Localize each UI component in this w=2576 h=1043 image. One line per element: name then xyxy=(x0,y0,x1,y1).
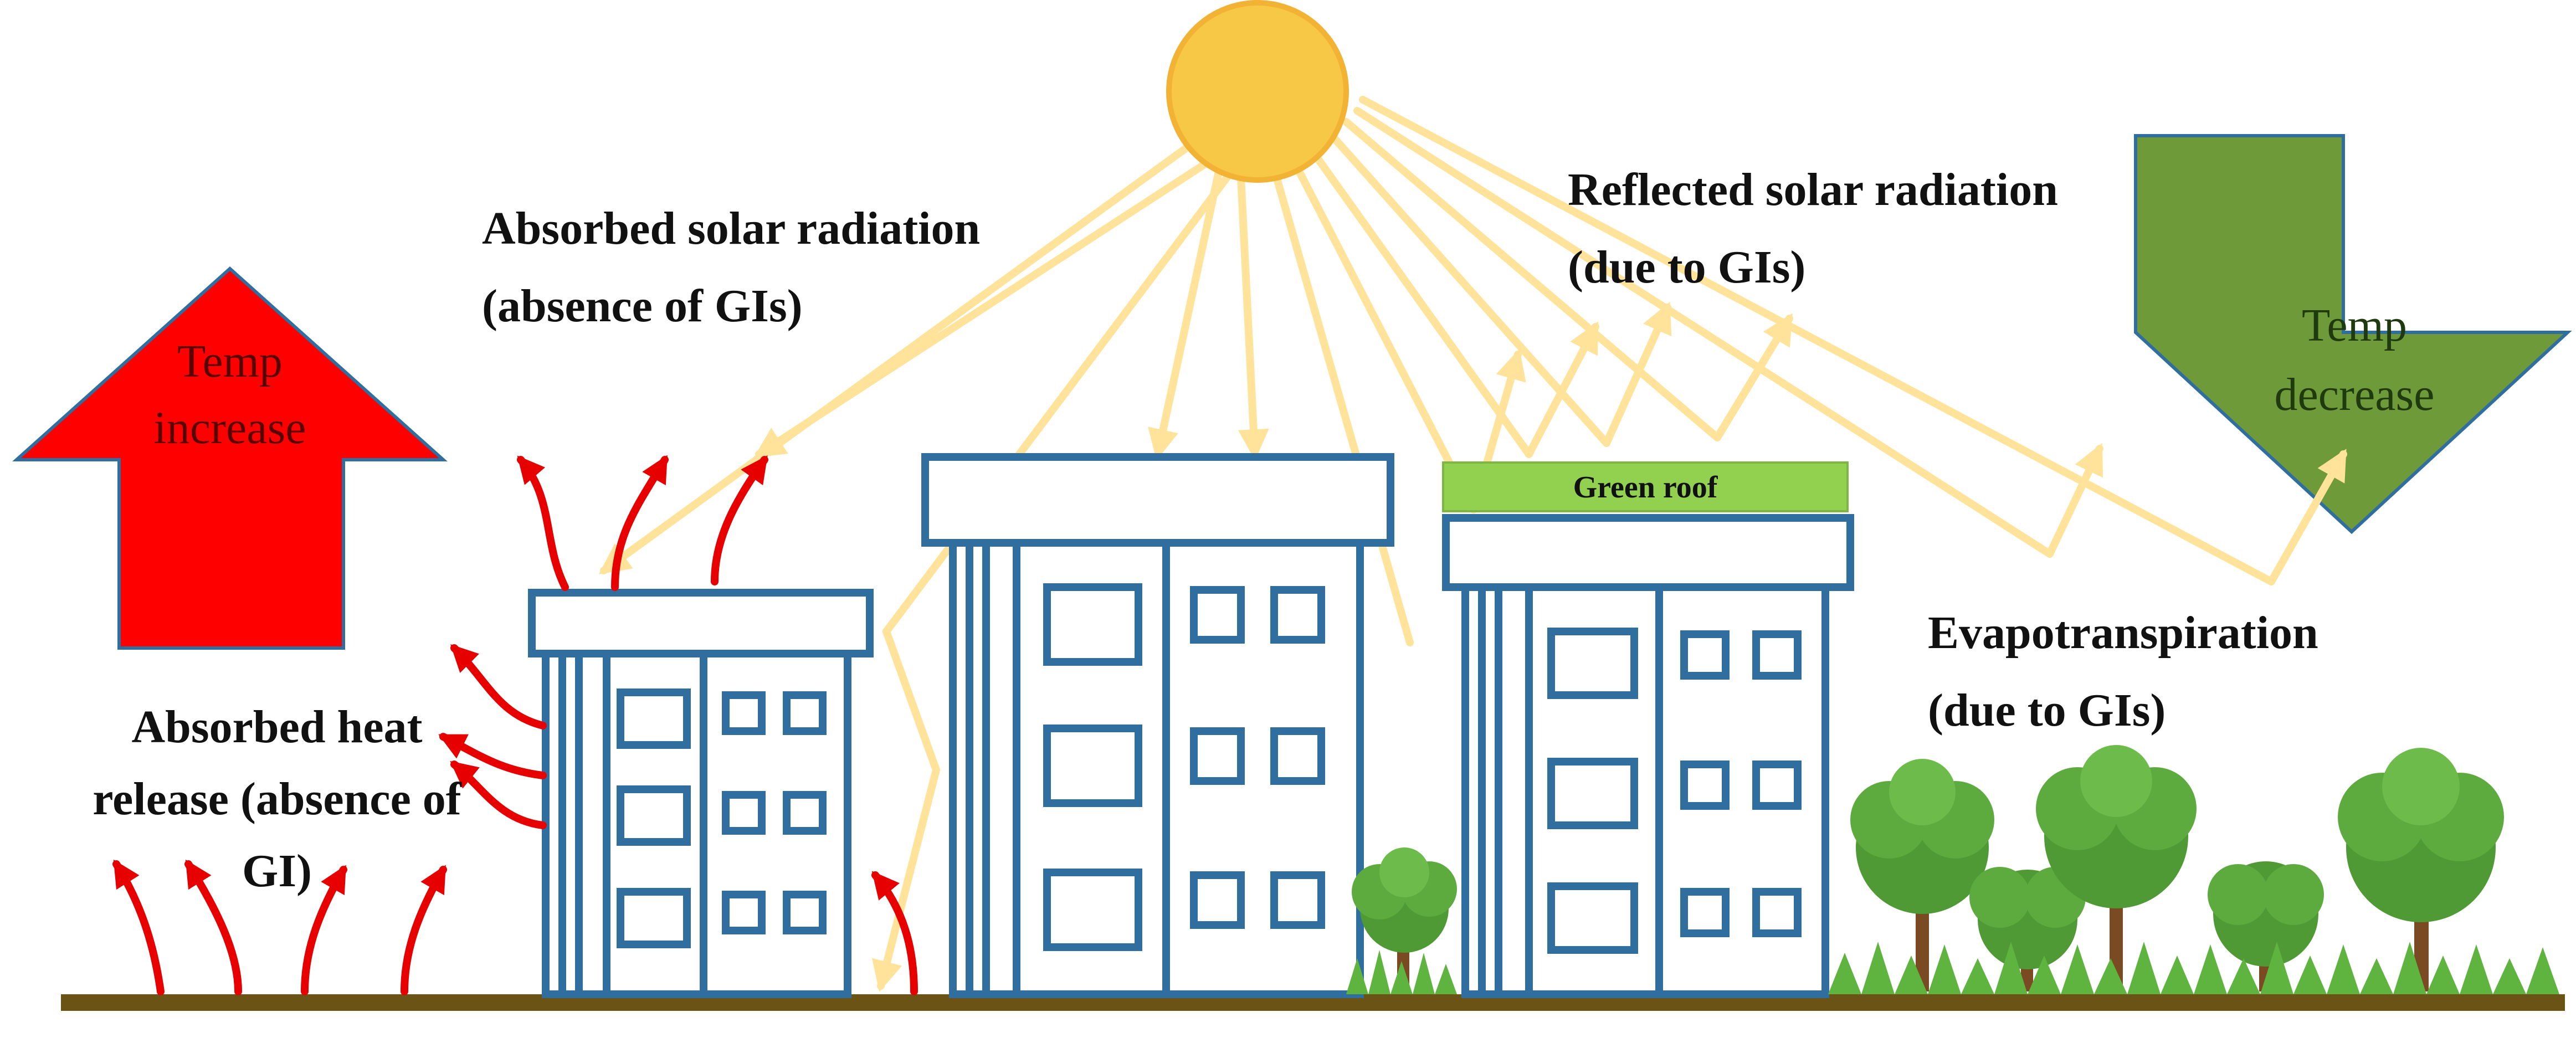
tree-icon xyxy=(2036,745,2197,991)
heat-release-label-line1: Absorbed heat xyxy=(131,701,422,753)
evapotranspiration-label-line1: Evapotranspiration xyxy=(1928,607,2318,659)
svg-text:Temp: Temp xyxy=(177,336,283,387)
middle-building xyxy=(921,453,1394,998)
temp-increase-line2: increase xyxy=(153,402,306,454)
absorbed-solar-label-line2: (absence of GIs) xyxy=(482,280,803,332)
reflected-solar-label-line2: (due to GIs) xyxy=(1568,242,1805,293)
svg-text:Evapotranspiration: Evapotranspiration xyxy=(1928,607,2318,659)
heat-arrow-icon xyxy=(112,455,918,995)
svg-text:(absence of GIs): (absence of GIs) xyxy=(482,280,803,332)
temp-increase-line1: Temp xyxy=(177,336,283,387)
svg-text:Temp: Temp xyxy=(2302,300,2407,351)
temp-decrease-arrow: Temp decrease xyxy=(2134,134,2572,535)
heat-release-label-line2: release (absence of xyxy=(93,773,462,825)
green-roof xyxy=(1442,461,1849,512)
svg-text:Absorbed heat: Absorbed heat xyxy=(131,701,422,753)
svg-text:decrease: decrease xyxy=(2274,369,2434,420)
left-building xyxy=(528,589,874,998)
tree-icon xyxy=(1352,847,1457,991)
svg-text:Green roof: Green roof xyxy=(1573,470,1718,505)
svg-text:(due to GIs): (due to GIs) xyxy=(1928,685,2166,736)
svg-text:increase: increase xyxy=(153,402,306,454)
temp-increase-arrow: Temp increase xyxy=(12,266,448,650)
tree-icon xyxy=(2338,748,2504,991)
green-roof-label: Green roof xyxy=(1573,470,1718,505)
temp-decrease-line1: Temp xyxy=(2302,300,2407,351)
svg-text:(due to GIs): (due to GIs) xyxy=(1568,242,1805,293)
evapotranspiration-label-line2: (due to GIs) xyxy=(1928,685,2166,736)
tree-icon xyxy=(2208,861,2324,991)
svg-text:GI): GI) xyxy=(242,845,312,897)
absorbed-solar-label-line1: Absorbed solar radiation xyxy=(482,203,980,254)
reflected-solar-label-line1: Reflected solar radiation xyxy=(1568,164,2058,215)
right-building: Green roof xyxy=(1442,461,1854,998)
svg-text:release (absence of: release (absence of xyxy=(93,773,462,825)
tree-icon xyxy=(1850,759,1994,991)
grass-icon xyxy=(1346,942,2559,994)
heat-release-label-line3: GI) xyxy=(242,845,312,897)
sun-icon xyxy=(1166,0,1349,183)
temp-decrease-line2: decrease xyxy=(2274,369,2434,420)
svg-text:Reflected solar radiation: Reflected solar radiation xyxy=(1568,164,2058,215)
svg-text:Absorbed solar radiation: Absorbed solar radiation xyxy=(482,203,980,254)
